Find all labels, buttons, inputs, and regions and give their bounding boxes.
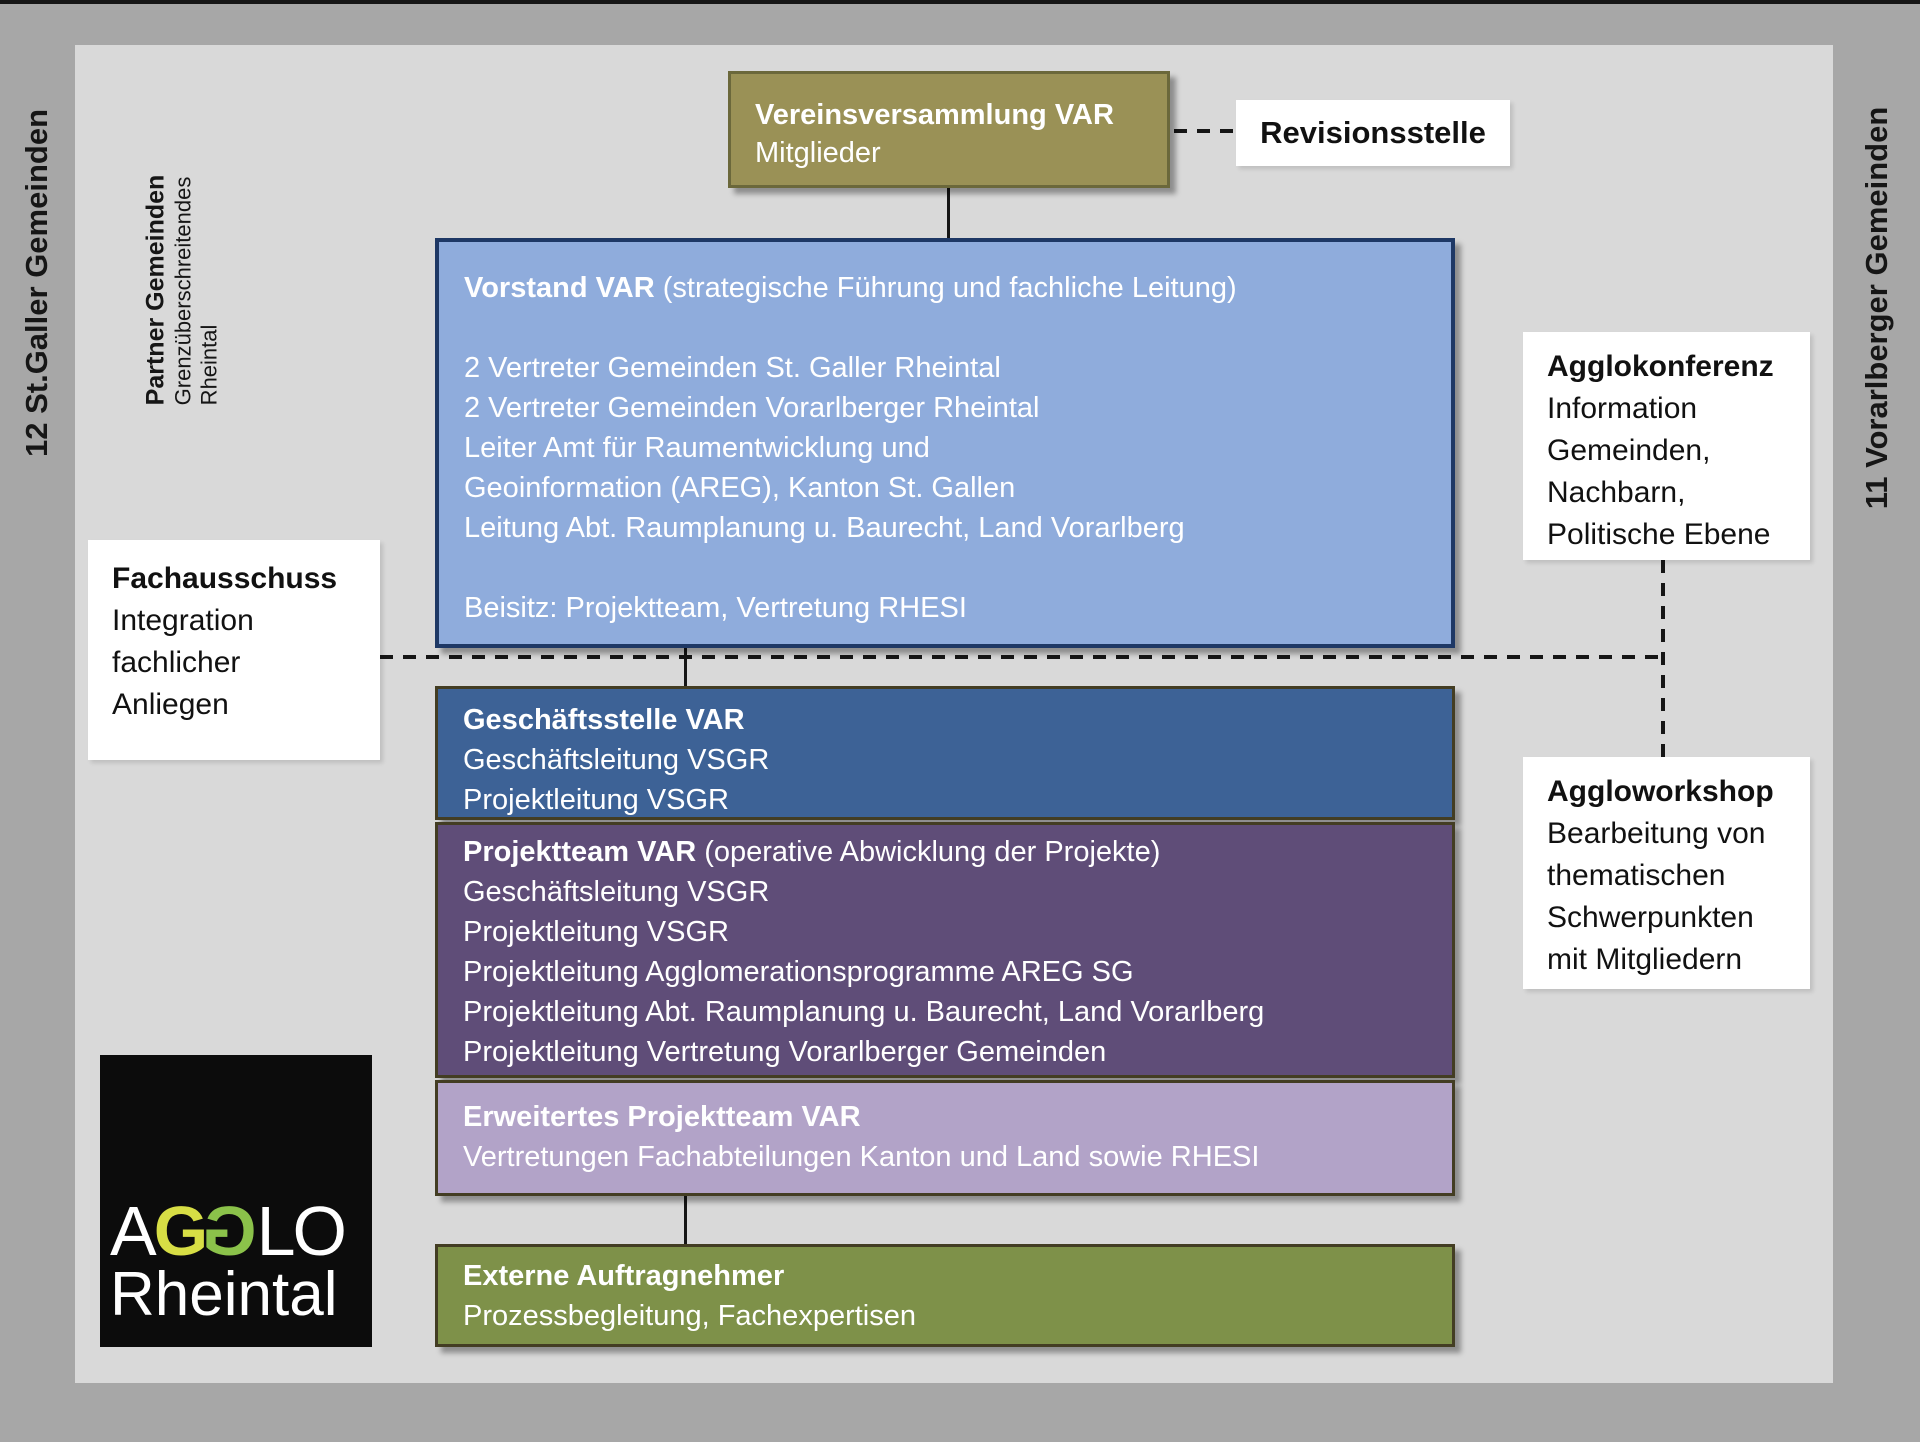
fachausschuss-title: Fachausschuss [112,562,338,595]
partner-gemeinden-sub1: Grenzüberschreitendes [170,176,196,406]
agglo-rheintal-logo: AGGLO Rheintal [100,1055,372,1347]
box-externe-auftragnehmer: Externe Auftragnehmer Prozessbegleitung,… [435,1244,1455,1347]
box-fachausschuss: Fachausschuss Integration fachlicher Anl… [88,540,380,760]
vereinsversammlung-subtitle: Mitglieder [755,137,881,169]
box-aggloworkshop: Aggloworkshop Bearbeitung von thematisch… [1523,757,1810,989]
vorstand-member: 2 Vertreter Gemeinden St. Galler Rheinta… [464,352,1001,384]
side-label-vorarlberger: 11 Vorarlberger Gemeinden [1859,106,1894,510]
vorstand-member: 2 Vertreter Gemeinden Vorarlberger Rhein… [464,392,1040,424]
projektteam-title-suffix: (operative Abwicklung der Projekte) [696,836,1161,868]
projektteam-line: Projektleitung Abt. Raumplanung u. Baure… [463,996,1265,1028]
vereinsversammlung-title: Vereinsversammlung VAR [755,99,1114,131]
geschaeftsstelle-title: Geschäftsstelle VAR [463,704,745,736]
fachausschuss-line: Anliegen [112,688,229,721]
projektteam-title: Projektteam VAR [463,836,697,868]
separator-dashed-line [380,655,1663,659]
box-vorstand: Vorstand VAR (strategische Führung und f… [435,238,1455,648]
connector-agglokonferenz-aggloworkshop [1661,560,1665,759]
box-geschaeftsstelle: Geschäftsstelle VAR Geschäftsleitung VSG… [435,686,1455,820]
geschaeftsstelle-line: Geschäftsleitung VSGR [463,744,770,776]
logo-letter-g1: G [153,1192,208,1270]
logo-letter-a: A [110,1192,157,1270]
geschaeftsstelle-line: Projektleitung VSGR [463,784,729,816]
vorstand-title-line: Vorstand VAR (strategische Führung und f… [464,268,1451,308]
partner-gemeinden-title: Partner Gemeinden [141,174,170,406]
box-projektteam: Projektteam VAR (operative Abwicklung de… [435,822,1455,1078]
top-border-line [0,0,1920,4]
spacer [464,548,1451,588]
vorstand-member: Leitung Abt. Raumplanung u. Baurecht, La… [464,512,1185,544]
projektteam-title-line: Projektteam VAR (operative Abwicklung de… [463,832,1452,872]
agglokonferenz-line: Politische Ebene [1547,518,1771,551]
vorstand-title: Vorstand VAR [464,272,655,304]
projektteam-line: Projektleitung Vertretung Vorarlberger G… [463,1036,1107,1068]
externe-auftragnehmer-title: Externe Auftragnehmer [463,1260,785,1292]
aggloworkshop-title: Aggloworkshop [1547,775,1774,808]
agglokonferenz-title: Agglokonferenz [1547,350,1774,383]
side-label-st-galler: 12 St.Galler Gemeinden [19,108,54,458]
spacer [464,308,1451,348]
logo-wordmark-rheintal: Rheintal [110,1260,338,1329]
partner-gemeinden-label: Partner Gemeinden Grenzüberschreitendes … [142,175,223,406]
logo-letters-lo: LO [256,1192,347,1270]
box-erweitertes-projektteam: Erweitertes Projektteam VAR Vertretungen… [435,1080,1455,1196]
box-revisionsstelle: Revisionsstelle [1236,100,1510,166]
erweitertes-projektteam-title: Erweitertes Projektteam VAR [463,1101,861,1133]
vorstand-member: Leiter Amt für Raumentwicklung und [464,432,930,464]
externe-auftragnehmer-line: Prozessbegleitung, Fachexpertisen [463,1300,916,1332]
aggloworkshop-line: thematischen [1547,859,1726,892]
revisionsstelle-title: Revisionsstelle [1260,115,1486,150]
box-agglokonferenz: Agglokonferenz Information Gemeinden, Na… [1523,332,1810,560]
projektteam-line: Projektleitung VSGR [463,916,729,948]
aggloworkshop-line: mit Mitgliedern [1547,943,1743,976]
vorstand-title-suffix: (strategische Führung und fachliche Leit… [654,272,1237,304]
partner-gemeinden-sub2: Rheintal [196,324,222,406]
connector-vorstand-geschaeftsstelle [684,648,687,688]
box-vereinsversammlung: Vereinsversammlung VAR Mitglieder [728,71,1170,188]
vorstand-beisitz: Beisitz: Projektteam, Vertretung RHESI [464,592,967,624]
logo-wordmark-agglo: AGGLO [110,1192,347,1270]
vorstand-member: Geoinformation (AREG), Kanton St. Gallen [464,472,1016,504]
agglokonferenz-line: Information [1547,392,1698,425]
erweitertes-projektteam-line: Vertretungen Fachabteilungen Kanton und … [463,1141,1260,1173]
projektteam-line: Geschäftsleitung VSGR [463,876,770,908]
connector-vereinsversammlung-revisionsstelle [1174,129,1236,133]
aggloworkshop-line: Bearbeitung von [1547,817,1766,850]
connector-projektteam-externe [684,1196,687,1245]
projektteam-line: Projektleitung Agglomerationsprogramme A… [463,956,1134,988]
connector-vereinsversammlung-vorstand [947,188,950,240]
fachausschuss-line: Integration [112,604,254,637]
logo-letter-g2-mirrored: G [205,1192,257,1270]
aggloworkshop-line: Schwerpunkten [1547,901,1754,934]
agglokonferenz-line: Nachbarn, [1547,476,1686,509]
fachausschuss-line: fachlicher [112,646,241,679]
agglokonferenz-line: Gemeinden, [1547,434,1711,467]
